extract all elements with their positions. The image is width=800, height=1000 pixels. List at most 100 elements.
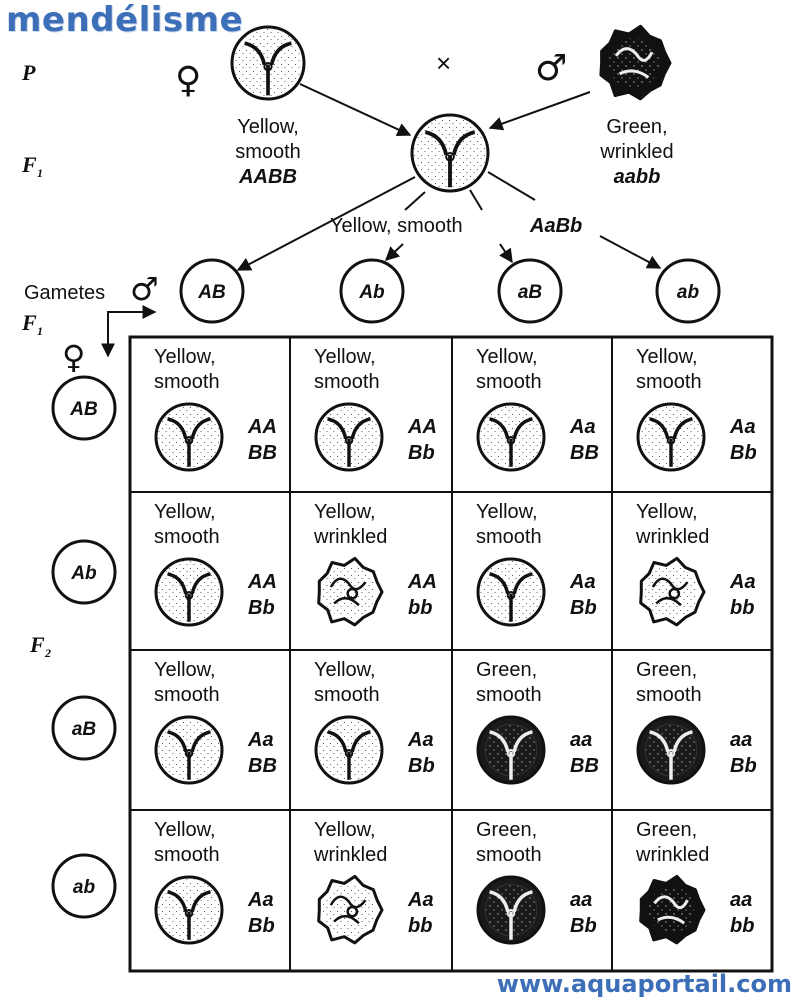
arrow-f1-to-gamete-Ab-upper xyxy=(404,191,426,211)
cell-phenotype-line2: smooth xyxy=(636,371,702,393)
cell-phenotype-line1: Green, xyxy=(636,819,697,841)
cell-genotype-a: AA xyxy=(247,416,277,438)
generation-f1-gametes-subscript: 1 xyxy=(37,324,43,338)
arrow-f1-to-gamete-aB-upper xyxy=(469,189,483,211)
cell-genotype-b: BB xyxy=(248,755,277,777)
male-gamete-aB-label: aB xyxy=(518,282,543,303)
cell-genotype-a: Aa xyxy=(729,416,756,438)
cell-genotype-b: Bb xyxy=(408,442,435,464)
cell-phenotype-line1: Yellow, xyxy=(314,501,376,523)
gametes-label: Gametes xyxy=(24,282,105,304)
cell-genotype-b: Bb xyxy=(730,755,757,777)
seed-green-smooth-icon xyxy=(476,875,546,945)
cell-genotype-a: Aa xyxy=(569,571,596,593)
female-parent-genotype: AABB xyxy=(238,166,297,188)
male-symbol: ♂ xyxy=(535,48,567,89)
cell-genotype-b: Bb xyxy=(730,442,757,464)
cell-phenotype-line1: Green, xyxy=(476,819,537,841)
cell-genotype-b: Bb xyxy=(248,597,275,619)
female-parent-phenotype-line2: smooth xyxy=(235,141,301,163)
seed-yellow-wrinkled-icon xyxy=(317,874,384,945)
seed-yellow-smooth-icon xyxy=(636,402,706,472)
cell-phenotype-line2: wrinkled xyxy=(313,844,387,866)
arrow-f1-right-stroke xyxy=(487,171,536,201)
male-gamete-ab-label: ab xyxy=(677,282,700,303)
cell-phenotype-line1: Yellow, xyxy=(314,346,376,368)
cell-phenotype-line1: Yellow, xyxy=(154,819,216,841)
male-gamete-Ab-label: Ab xyxy=(358,282,385,303)
cell-phenotype-line2: smooth xyxy=(154,844,220,866)
seed-yellow-smooth-icon xyxy=(476,557,546,627)
cell-genotype-b: Bb xyxy=(570,915,597,937)
female-gamete-Ab-label: Ab xyxy=(70,563,97,584)
male-parent-genotype: aabb xyxy=(614,166,661,188)
f1-genotype: AaBb xyxy=(529,215,582,237)
cell-genotype-a: aa xyxy=(570,889,592,911)
male-parent-phenotype-line1: Green, xyxy=(606,116,667,138)
generation-p-label: P xyxy=(21,60,36,85)
cell-genotype-b: BB xyxy=(570,755,599,777)
female-gamete-AB: AB xyxy=(51,375,117,441)
cell-phenotype-line2: wrinkled xyxy=(635,844,709,866)
cell-phenotype-line2: smooth xyxy=(154,684,220,706)
seed-yellow-smooth-icon xyxy=(154,557,224,627)
cell-phenotype-line2: smooth xyxy=(476,684,542,706)
f1-phenotype: Yellow, smooth xyxy=(330,215,463,237)
female-parent-phenotype-line1: Yellow, xyxy=(237,116,299,138)
male-gamete-ab: ab xyxy=(655,258,721,324)
cross-symbol: × xyxy=(436,48,451,78)
arrow-f1-to-gamete-AB xyxy=(236,176,416,271)
seed-yellow-smooth-icon xyxy=(154,875,224,945)
cell-genotype-a: Aa xyxy=(729,571,756,593)
cell-phenotype-line2: wrinkled xyxy=(635,526,709,548)
cell-genotype-b: bb xyxy=(730,915,754,937)
seed-yellow-smooth-parent xyxy=(230,25,306,101)
seed-yellow-wrinkled-icon xyxy=(317,556,384,627)
arrow-f1-to-gamete-aB xyxy=(499,243,513,264)
male-gametes-symbol: ♂ xyxy=(130,270,159,308)
seed-yellow-smooth-icon xyxy=(154,715,224,785)
seed-green-wrinkled-icon xyxy=(599,24,672,101)
cell-phenotype-line2: smooth xyxy=(476,844,542,866)
seed-green-wrinkled-parent xyxy=(599,24,672,101)
cell-genotype-a: Aa xyxy=(569,416,596,438)
seed-yellow-smooth-icon xyxy=(154,402,224,472)
site-url: www.aquaportail.com xyxy=(496,970,792,998)
cell-genotype-a: Aa xyxy=(407,729,434,751)
female-gamete-ab-label: ab xyxy=(73,877,96,898)
seed-yellow-smooth-f1 xyxy=(410,113,490,193)
cell-phenotype-line1: Yellow, xyxy=(476,501,538,523)
male-gamete-AB-label: AB xyxy=(197,282,226,303)
punnett-grid-lines xyxy=(130,337,772,971)
cell-genotype-a: Aa xyxy=(407,889,434,911)
cell-genotype-b: Bb xyxy=(570,597,597,619)
seed-yellow-smooth-icon xyxy=(314,715,384,785)
cell-phenotype-line1: Yellow, xyxy=(636,346,698,368)
cell-genotype-b: bb xyxy=(408,915,432,937)
seed-yellow-smooth-icon xyxy=(476,402,546,472)
generation-f2-subscript: 2 xyxy=(44,646,51,660)
cell-genotype-a: AA xyxy=(407,416,437,438)
cell-phenotype-line2: smooth xyxy=(476,526,542,548)
page-title: mendélisme xyxy=(6,0,244,40)
cell-genotype-b: Bb xyxy=(408,755,435,777)
arrow-male-to-f1 xyxy=(488,91,591,131)
cell-genotype-a: Aa xyxy=(247,889,274,911)
female-gamete-AB-label: AB xyxy=(69,399,98,420)
cell-phenotype-line2: smooth xyxy=(154,526,220,548)
cell-genotype-b: bb xyxy=(408,597,432,619)
male-parent-phenotype-line2: wrinkled xyxy=(599,141,673,163)
cell-phenotype-line2: wrinkled xyxy=(313,526,387,548)
female-gametes-symbol: ♀ xyxy=(62,338,85,376)
cell-genotype-a: AA xyxy=(247,571,277,593)
female-symbol: ♀ xyxy=(175,60,201,101)
